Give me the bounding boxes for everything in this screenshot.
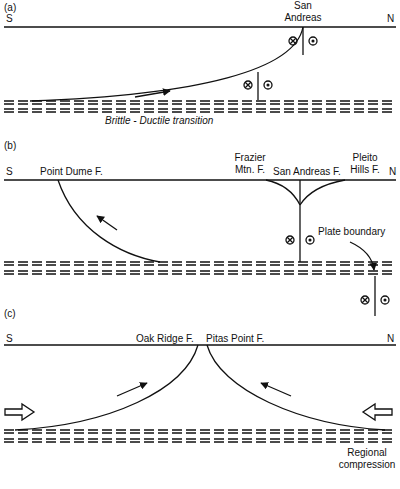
- slip-arrow: [135, 91, 170, 97]
- motion-symbols: [244, 37, 389, 304]
- thrust-fault: [30, 27, 303, 101]
- compression-arrow: [363, 404, 392, 420]
- panel-letter: (b): [4, 140, 16, 152]
- panel-letter: (a): [4, 2, 16, 14]
- thrust-fault: [266, 180, 300, 205]
- thrust-fault: [300, 180, 345, 205]
- fault-name: Oak Ridge F.: [136, 333, 194, 345]
- brittle-ductile-band: [4, 101, 396, 112]
- direction-label: N: [389, 166, 396, 178]
- thrust-fault: [207, 345, 385, 430]
- layer-label: Brittle - Ductile transition: [105, 115, 213, 127]
- direction-label: S: [6, 166, 13, 178]
- slip-arrow: [117, 383, 147, 396]
- fault-name: Pleito Hills F.: [345, 152, 385, 176]
- feature-label: Plate boundary: [318, 226, 385, 238]
- plate-boundary-line: [374, 276, 375, 316]
- slip-arrow: [261, 383, 291, 396]
- direction-label: N: [387, 13, 394, 25]
- fault-name: Frazier Mtn. F.: [230, 152, 270, 176]
- direction-label: N: [387, 333, 394, 345]
- ground-surface: [4, 26, 396, 27]
- fault-name: Point Dume F.: [40, 166, 103, 178]
- slip-arrow: [97, 216, 117, 230]
- direction-label: S: [6, 13, 13, 25]
- brittle-ductile-band: [4, 430, 396, 442]
- direction-label: S: [6, 333, 13, 345]
- feature-label: Regional compression: [338, 447, 396, 471]
- thrust-fault: [58, 180, 160, 262]
- strike-slip-fault: [299, 180, 300, 262]
- leader-line: [350, 242, 374, 270]
- fault-name: San Andreas F.: [273, 166, 341, 178]
- ground-surface: [4, 344, 396, 345]
- fault-name: Pitas Point F.: [206, 333, 264, 345]
- compression-arrow: [5, 404, 34, 420]
- panel-letter: (c): [4, 308, 16, 320]
- strike-slip-fault: [257, 72, 258, 100]
- fault-name: San Andreas: [280, 0, 326, 24]
- brittle-ductile-band: [4, 262, 396, 274]
- thrust-fault: [15, 345, 198, 430]
- ground-surface: [4, 179, 396, 180]
